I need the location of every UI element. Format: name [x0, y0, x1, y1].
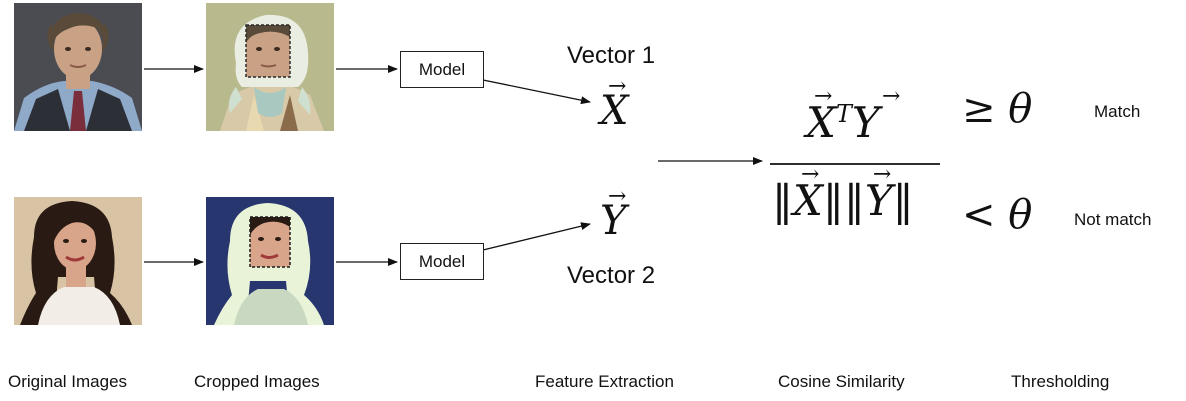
arrow-model2-to-vector-y	[482, 222, 591, 251]
threshold-greater-equal: ≥ θ	[962, 86, 1033, 132]
result-not-match: Not match	[1074, 210, 1152, 229]
vector-x-symbol: → X	[600, 74, 629, 134]
original-image-man	[14, 3, 142, 131]
original-image-woman	[14, 197, 142, 325]
stage-label-original-images: Original Images	[8, 372, 128, 391]
numerator-y: Y	[851, 98, 880, 147]
vector-arrow-accent: →	[882, 84, 901, 109]
vector-arrow-accent: →	[801, 162, 820, 187]
arrow-model1-to-vector-x	[482, 79, 591, 105]
formula-numerator: → XT→Y	[806, 84, 900, 147]
vector-1-label: Vector 1	[567, 42, 656, 69]
cropped-face-man-graphic	[206, 3, 334, 131]
vector-x-letter: X	[600, 88, 629, 134]
stage-label-feature-extraction: Feature Extraction	[535, 372, 674, 391]
formula-denominator: ‖→X‖‖→Y‖	[772, 162, 914, 225]
stage-label-cosine-similarity: Cosine Similarity	[778, 372, 905, 391]
portrait-man-graphic	[14, 3, 142, 131]
model-box-2: Model	[400, 243, 484, 280]
cropped-face-woman-graphic	[206, 197, 334, 325]
stage-label-thresholding: Thresholding	[1011, 372, 1110, 391]
threshold-less-than: < θ	[962, 192, 1033, 238]
stage-label-cropped-images: Cropped Images	[194, 372, 320, 391]
vector-y-symbol: → Y	[600, 184, 627, 244]
numerator-transpose: T	[835, 100, 852, 128]
numerator-x: X	[806, 98, 836, 147]
vector-y-letter: Y	[600, 198, 627, 244]
vector-arrow-accent: →	[814, 84, 833, 109]
denominator-x: X	[793, 176, 823, 225]
vector-arrow-accent: →	[872, 162, 892, 187]
vector-arrow-accent: →	[608, 184, 627, 209]
result-match: Match	[1094, 102, 1141, 121]
denominator-y: Y	[864, 176, 893, 225]
cropped-image-woman	[206, 197, 334, 325]
cropped-image-man	[206, 3, 334, 131]
portrait-woman-graphic	[14, 197, 142, 325]
vector-arrow-accent: →	[608, 74, 627, 99]
model-box-1: Model	[400, 51, 484, 88]
vector-2-label: Vector 2	[567, 262, 656, 289]
